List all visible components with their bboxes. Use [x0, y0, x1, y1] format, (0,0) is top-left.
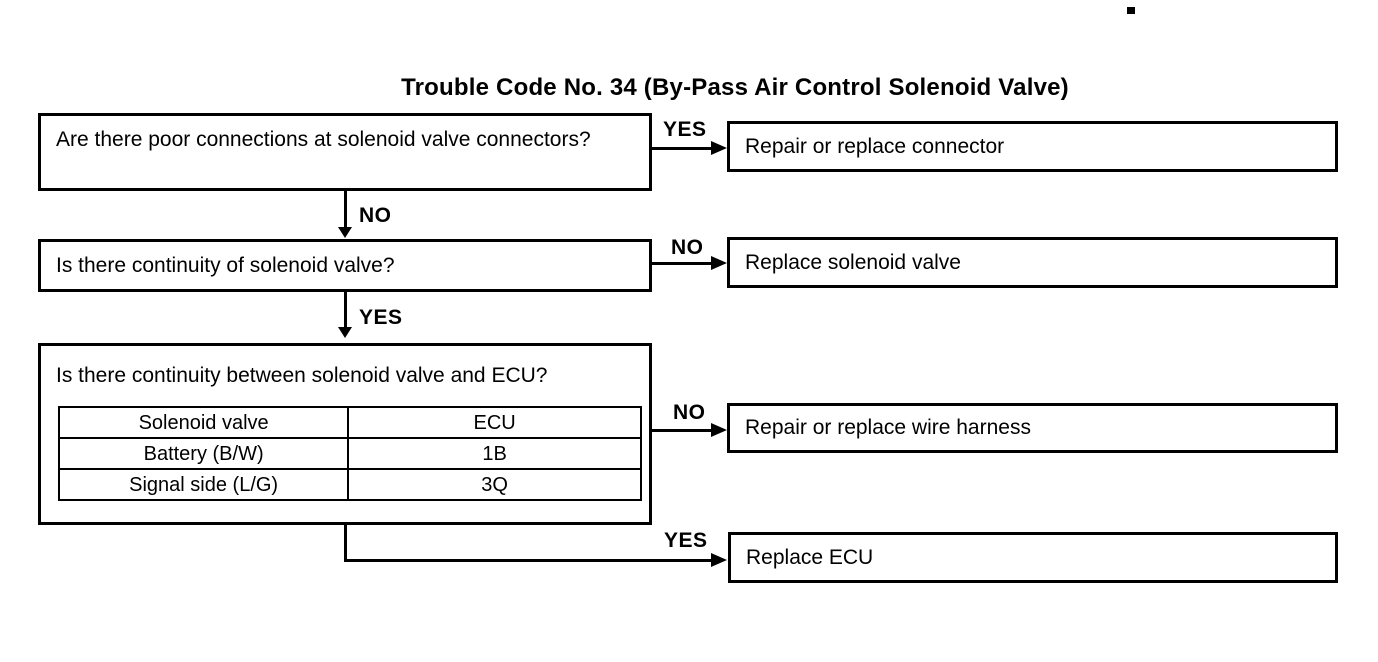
action-box-replace-ecu: Replace ECU — [728, 532, 1338, 583]
table-row: Signal side (L/G) 3Q — [57, 468, 642, 501]
pin-continuity-table: Solenoid valve ECU Battery (B/W) 1B Sign… — [57, 406, 642, 501]
action-text: Repair or replace connector — [745, 134, 1005, 158]
connector-line — [344, 559, 714, 562]
action-box-repair-connector: Repair or replace connector — [727, 121, 1338, 172]
connector-line — [652, 147, 714, 150]
connector-label-yes: YES — [663, 118, 707, 141]
table-cell-signal: Signal side (L/G) — [57, 468, 350, 501]
arrow-right-icon — [711, 256, 727, 270]
action-box-replace-solenoid-valve: Replace solenoid valve — [727, 237, 1338, 288]
question-text: Are there poor connections at solenoid v… — [56, 128, 591, 151]
arrow-right-icon — [711, 423, 727, 437]
connector-line — [652, 262, 714, 265]
table-cell-signal-pin: 3Q — [347, 468, 642, 501]
connector-label-no: NO — [359, 204, 392, 227]
page-title: Trouble Code No. 34 (By-Pass Air Control… — [401, 74, 1069, 101]
action-text: Replace solenoid valve — [745, 250, 961, 274]
connector-label-yes: YES — [359, 306, 403, 329]
table-header-solenoid-valve: Solenoid valve — [57, 406, 350, 439]
arrow-down-icon — [338, 327, 352, 338]
arrow-right-icon — [711, 553, 727, 567]
table-row: Battery (B/W) 1B — [57, 437, 642, 470]
connector-label-no: NO — [671, 236, 704, 259]
action-box-repair-wire-harness: Repair or replace wire harness — [727, 403, 1338, 453]
connector-label-no: NO — [673, 401, 706, 424]
question-box-ecu-continuity: Is there continuity between solenoid val… — [38, 343, 652, 525]
action-text: Repair or replace wire harness — [745, 416, 1031, 439]
table-cell-battery: Battery (B/W) — [57, 437, 350, 470]
table-cell-battery-pin: 1B — [347, 437, 642, 470]
question-box-connections: Are there poor connections at solenoid v… — [38, 113, 652, 191]
connector-line — [344, 292, 347, 329]
question-text: Is there continuity between solenoid val… — [56, 364, 548, 387]
action-text: Replace ECU — [746, 545, 874, 569]
question-text: Is there continuity of solenoid valve? — [56, 253, 395, 277]
connector-label-yes: YES — [664, 529, 708, 552]
scan-artifact — [1127, 7, 1135, 14]
arrow-down-icon — [338, 227, 352, 238]
question-box-solenoid-continuity: Is there continuity of solenoid valve? — [38, 239, 652, 292]
connector-line — [344, 191, 347, 229]
table-header-ecu: ECU — [347, 406, 642, 439]
connector-line — [344, 525, 347, 562]
arrow-right-icon — [711, 141, 727, 155]
connector-line — [652, 429, 714, 432]
table-header-row: Solenoid valve ECU — [57, 406, 642, 439]
